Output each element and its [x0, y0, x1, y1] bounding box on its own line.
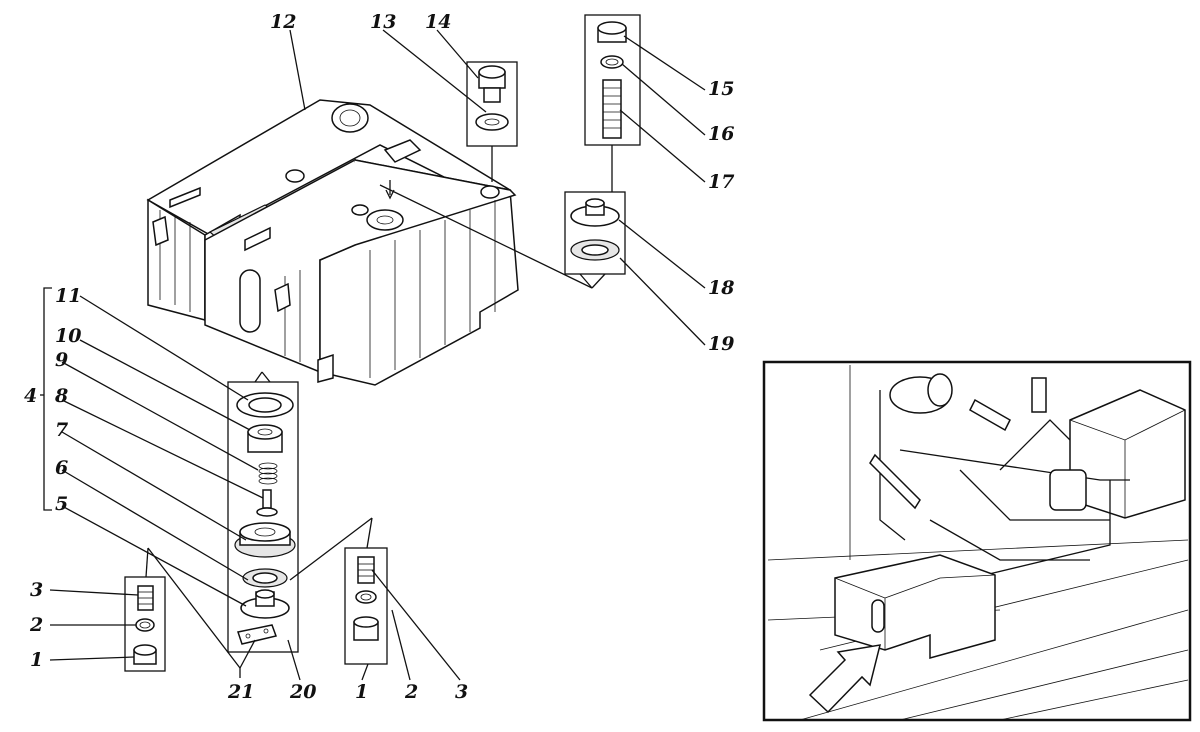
callout-17: 17 [708, 171, 734, 193]
stud-group [584, 14, 641, 192]
callout-numbers: 12 13 14 15 16 17 18 19 11 10 9 4 8 7 6 … [24, 11, 734, 703]
callout-1-left: 1 [30, 649, 43, 671]
callout-2-left: 2 [29, 614, 43, 636]
callout-7: 7 [55, 419, 68, 441]
callout-18: 18 [708, 277, 734, 299]
inset-location-view [762, 360, 1192, 722]
leader-lines [49, 29, 706, 681]
tank-assembly [146, 99, 519, 386]
callout-6: 6 [55, 457, 68, 479]
callout-1-right: 1 [355, 681, 368, 703]
valve-stack [227, 371, 299, 653]
callout-11: 11 [55, 285, 81, 307]
callout-12: 12 [270, 11, 296, 33]
plug-group [466, 61, 518, 182]
callout-8: 8 [54, 385, 68, 407]
left-fitting-group [124, 576, 166, 672]
callout-14: 14 [425, 11, 451, 33]
callout-3-left: 3 [30, 579, 43, 601]
callout-4: 4 [24, 385, 37, 407]
valve-group-bracket [40, 287, 52, 511]
callout-21: 21 [227, 681, 254, 703]
callout-3-right: 3 [455, 681, 468, 703]
callout-19: 19 [708, 333, 734, 355]
callout-16: 16 [708, 123, 734, 145]
callout-10: 10 [55, 325, 81, 347]
callout-13: 13 [370, 11, 396, 33]
callout-9: 9 [55, 349, 68, 371]
callout-2-right: 2 [404, 681, 418, 703]
callout-5: 5 [55, 493, 68, 515]
callout-20: 20 [289, 681, 316, 703]
callout-15: 15 [708, 78, 734, 100]
right-fitting-group [344, 547, 388, 665]
cap-gasket-group [564, 191, 626, 289]
